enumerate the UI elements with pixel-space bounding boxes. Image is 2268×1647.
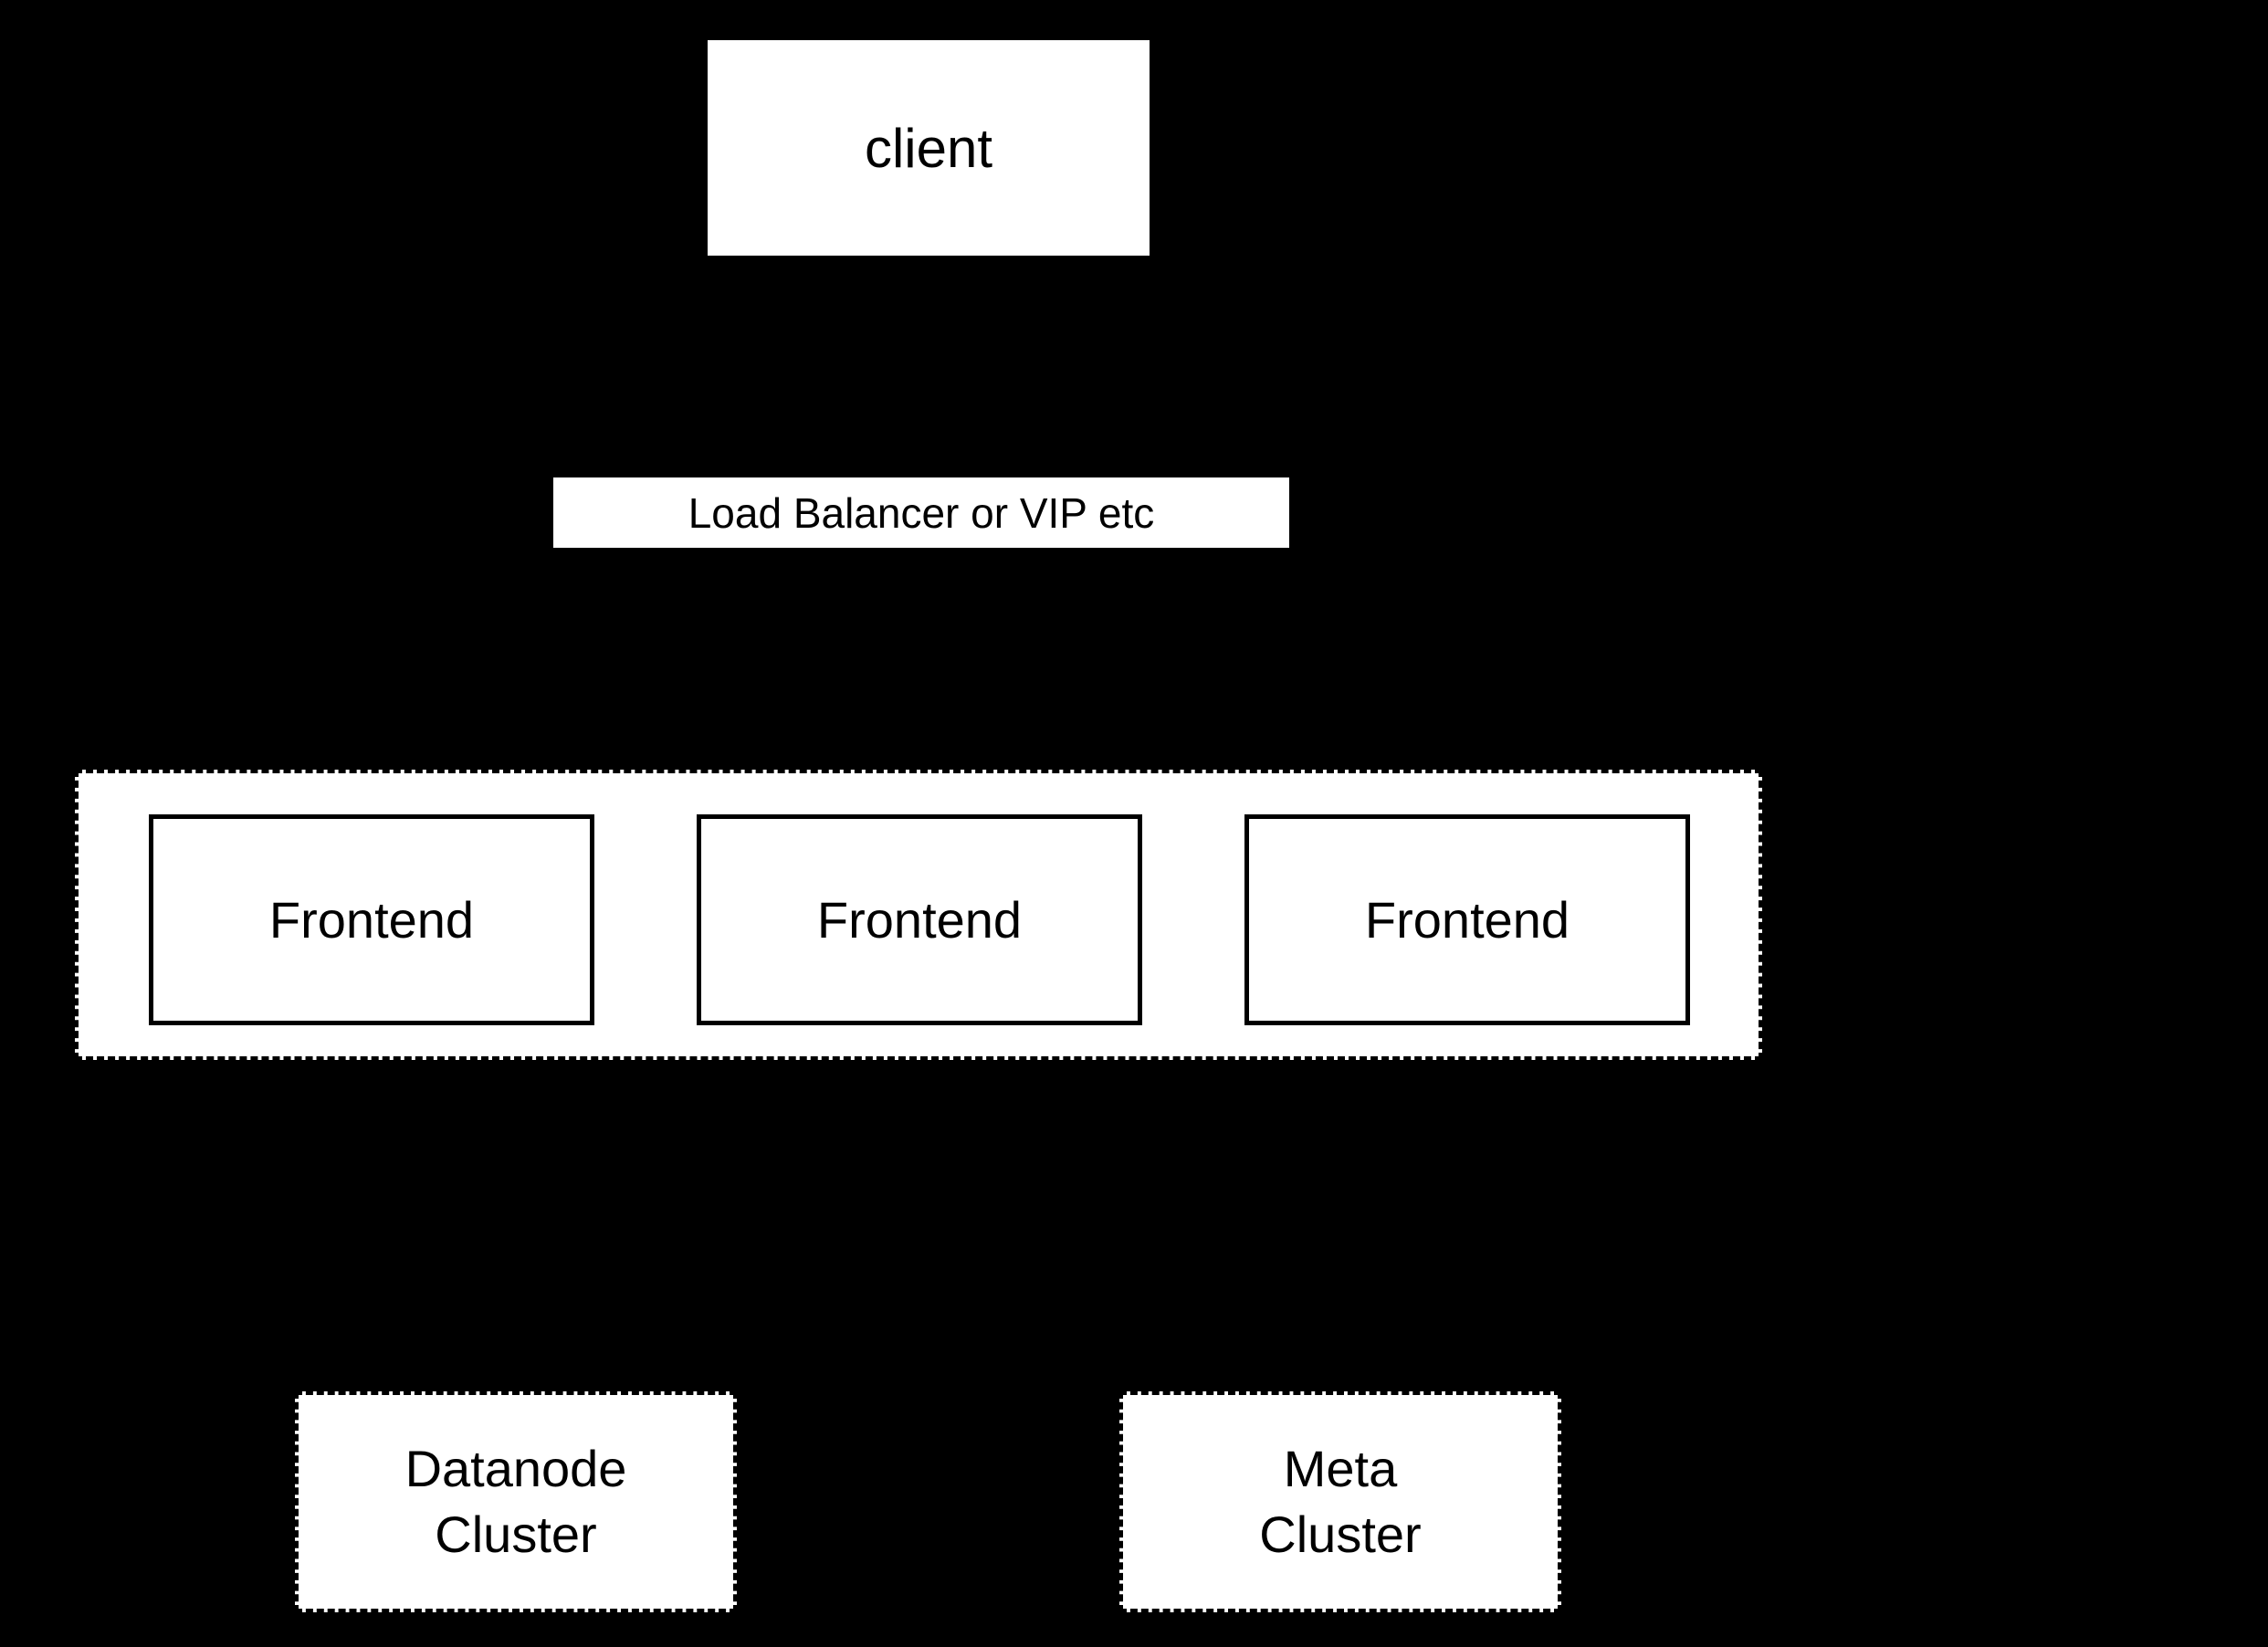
load-balancer-label: Load Balancer or VIP etc	[688, 488, 1155, 537]
frontend-label: Frontend	[816, 891, 1023, 949]
client-node: client	[708, 40, 1150, 256]
meta-cluster-node: Meta Cluster	[1119, 1391, 1561, 1612]
frontend-node-3: Frontend	[1244, 814, 1690, 1025]
meta-cluster-label-line1: Meta	[1283, 1440, 1398, 1498]
frontend-label: Frontend	[1364, 891, 1570, 949]
load-balancer-node: Load Balancer or VIP etc	[553, 477, 1289, 548]
frontend-node-1: Frontend	[149, 814, 594, 1025]
frontend-node-2: Frontend	[697, 814, 1142, 1025]
client-label: client	[864, 117, 993, 179]
meta-cluster-label-line2: Cluster	[1259, 1505, 1422, 1563]
datanode-cluster-label-line2: Cluster	[435, 1505, 597, 1563]
datanode-cluster-label-line1: Datanode	[404, 1440, 627, 1498]
frontend-label: Frontend	[268, 891, 475, 949]
datanode-cluster-node: Datanode Cluster	[295, 1391, 737, 1612]
